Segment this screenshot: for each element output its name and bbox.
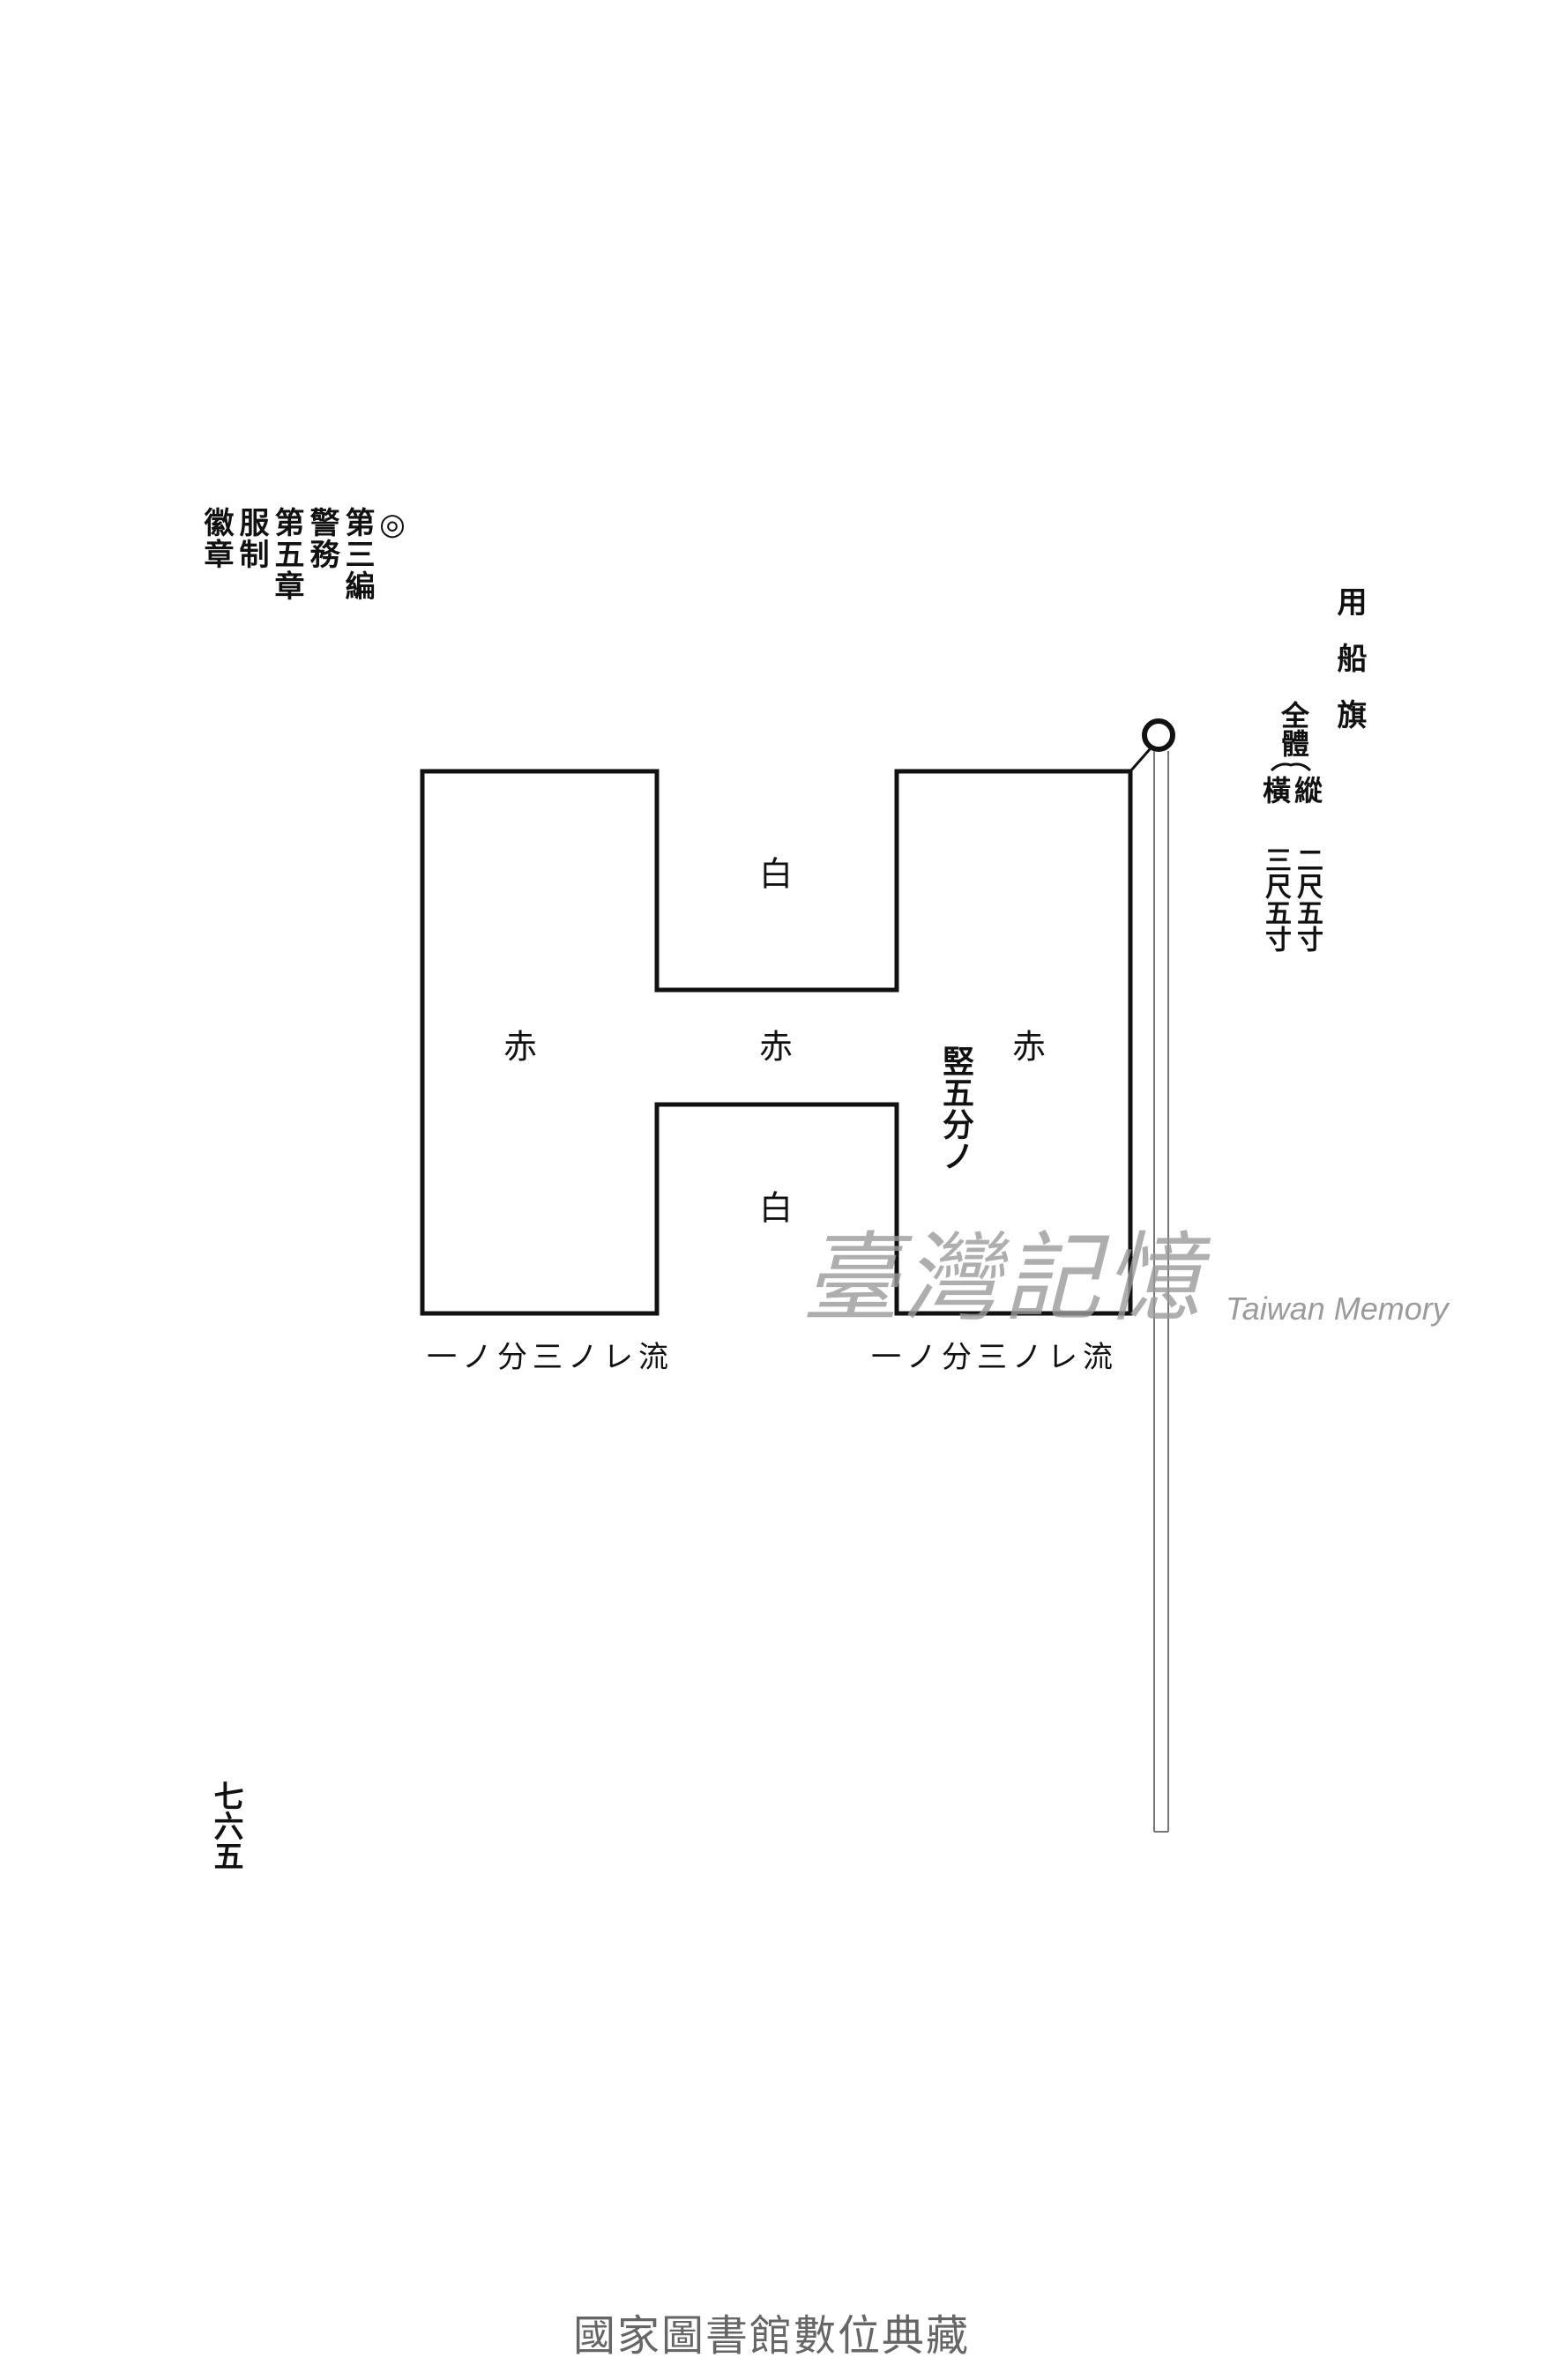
header-part: 徽章 [198,507,234,570]
whole-label: 全體 [1277,701,1310,757]
pole-finial [1142,718,1175,752]
vertical-value: 二尺五寸 [1292,846,1323,952]
running-header: ◎ 第三編 警務 第五章 服制 徽章 [198,507,410,627]
header-part: 警務 [304,507,339,570]
red-left-label: 赤 [503,1027,538,1067]
white-bottom-label: 白 [758,1188,794,1228]
header-part: 第五章 [269,507,304,602]
figure-title: 用船旗 [1331,586,1367,755]
red-right-label: 赤 [1011,1027,1047,1067]
watermark-cjk: 臺灣記憶 [802,1222,1204,1335]
vertical-label: 縱 [1290,776,1323,804]
header-mark: ◎ [375,507,410,544]
red-middle-label: 赤 [758,1027,794,1067]
header-part: 服制 [234,507,269,570]
header-part: 第三編 [339,507,375,602]
fly-fraction-left: 一ノ分三ノレ流 [427,1340,674,1375]
brace-mark [1270,762,1312,772]
fly-fraction-right: 一ノ分三ノレ流 [871,1340,1118,1375]
horizontal-value: 三尺五寸 [1260,846,1291,952]
page-number: 七六五 [208,1781,243,1871]
watermark-latin: Taiwan Memory [1226,1290,1449,1327]
footer-credit: 國家圖書館數位典藏 [572,2311,970,2361]
white-top-label: 白 [758,854,794,894]
vertical-fraction-label: 竪五分ノ [937,1045,974,1171]
flag-hoist-line [1129,748,1152,772]
flag-outline [420,769,1133,1316]
horizontal-label: 橫 [1258,776,1292,804]
